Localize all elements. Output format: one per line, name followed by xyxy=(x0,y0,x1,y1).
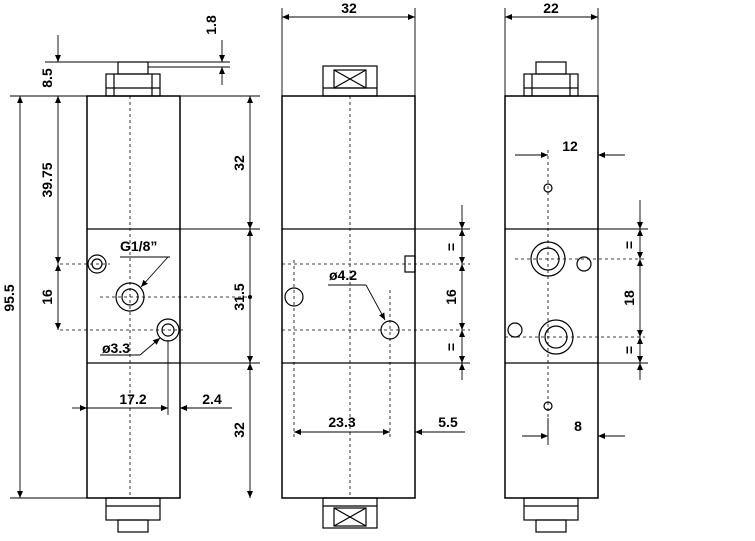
label-port-g1-8: G1/8” xyxy=(120,238,157,254)
dim-1-8: 1.8 xyxy=(203,15,219,35)
dim-16-front: 16 xyxy=(39,289,55,305)
dim-95-5: 95.5 xyxy=(1,284,17,311)
end-hole-right xyxy=(576,256,592,272)
dim-8: 8 xyxy=(574,418,582,434)
end-body-outline xyxy=(504,95,599,499)
dim-39-75: 39.75 xyxy=(39,162,55,197)
dim-8-5: 8.5 xyxy=(39,68,55,88)
dim-18: 18 xyxy=(621,290,637,306)
dim-17-2: 17.2 xyxy=(119,391,146,407)
eq-top-end: = xyxy=(621,241,637,249)
front-top-actuator xyxy=(105,61,161,97)
side-top-actuator xyxy=(322,65,378,97)
front-bottom-actuator xyxy=(105,497,161,533)
front-view: 95.5 8.5 39.75 16 1.8 32 31.5 32 xyxy=(1,15,260,533)
dim-2-4: 2.4 xyxy=(202,391,222,407)
dim-16-side: 16 xyxy=(443,289,459,305)
eq-bottom-side: = xyxy=(443,343,459,351)
side-view: 32 ø4.2 = 16 = 23.3 5.5 xyxy=(281,0,470,529)
label-hole-4-2: ø4.2 xyxy=(329,267,357,283)
dim-12: 12 xyxy=(562,138,578,154)
side-bottom-actuator xyxy=(322,497,378,529)
dim-5-5: 5.5 xyxy=(438,414,458,430)
dim-32-bottom: 32 xyxy=(231,422,247,438)
dim-32-top: 32 xyxy=(231,155,247,171)
end-bottom-actuator xyxy=(523,497,579,533)
dim-23-3: 23.3 xyxy=(328,414,355,430)
dim-31-5: 31.5 xyxy=(231,283,247,310)
eq-bottom-end: = xyxy=(621,346,637,354)
eq-top-side: = xyxy=(443,243,459,251)
end-top-actuator xyxy=(523,61,579,97)
end-view: 22 12 = 18 = 8 xyxy=(504,0,648,533)
label-hole-3-3: ø3.3 xyxy=(102,340,130,356)
dim-32-width: 32 xyxy=(341,0,357,16)
dim-22-width: 22 xyxy=(543,0,559,16)
end-hole-left xyxy=(507,322,523,338)
